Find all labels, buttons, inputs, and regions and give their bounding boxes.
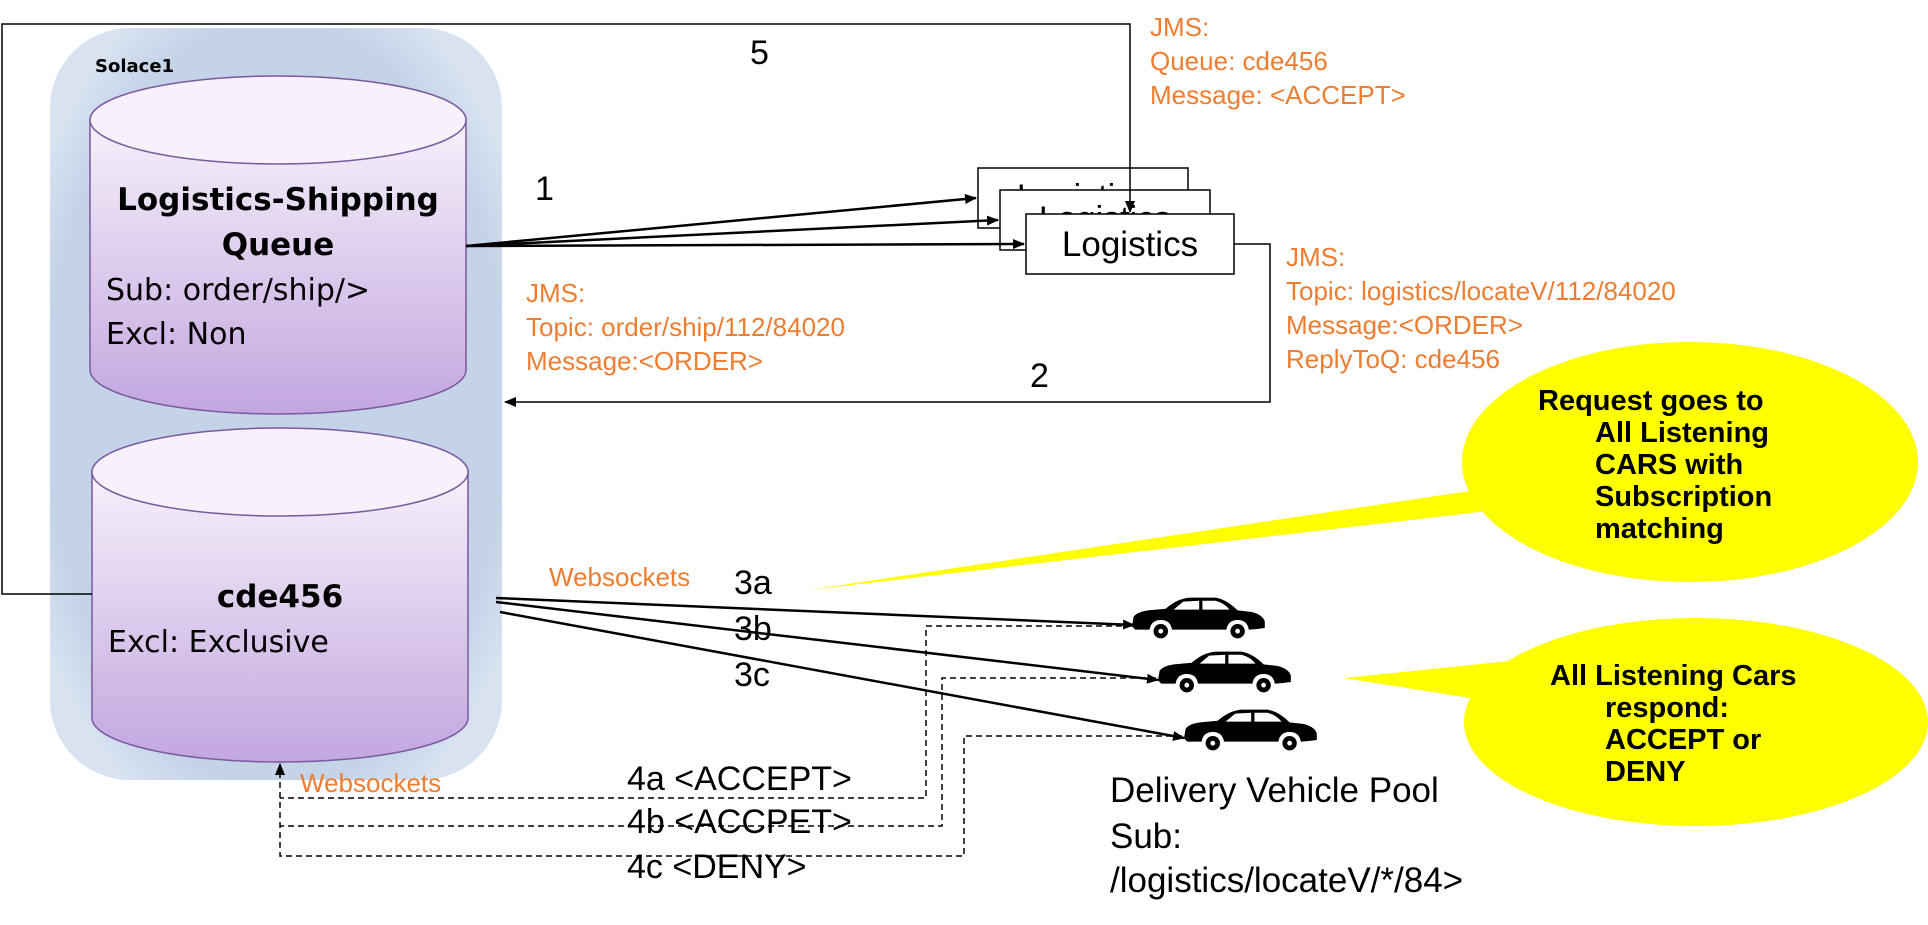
jms-accept-l3: Message: <ACCEPT> <box>1150 80 1406 110</box>
step-3b-label: 3b <box>734 610 772 648</box>
vehicle-pool-label: Delivery Vehicle Pool Sub: /logistics/lo… <box>1110 771 1463 900</box>
vehicle-pool-l2: Sub: <box>1110 817 1182 856</box>
request-callout-text: Request goes to All Listening CARS with … <box>1538 385 1772 545</box>
step-4b-label: 4b <ACCPET> <box>627 803 852 841</box>
respond-callout-l2: respond: <box>1605 692 1729 724</box>
websockets-in-label: Websockets <box>300 768 441 798</box>
arrows-step-4 <box>275 625 1182 857</box>
request-callout-l2: All Listening <box>1595 417 1769 449</box>
step-5-label: 5 <box>750 34 769 72</box>
respond-callout-l4: DENY <box>1605 756 1686 788</box>
jms-accept-l1: JMS: <box>1150 12 1209 42</box>
jms-order-l2: Topic: order/ship/112/84020 <box>526 312 845 342</box>
car-icon <box>1184 709 1317 751</box>
shipping-queue-cylinder <box>89 75 467 415</box>
shipping-queue-title-1: Logistics-Shipping <box>117 182 439 218</box>
respond-callout-text: All Listening Cars respond: ACCEPT or DE… <box>1550 660 1797 788</box>
arrows-step-1 <box>465 194 1025 250</box>
logistics-stack: Logistics Logistics <box>977 167 1235 275</box>
shipping-queue-excl: Excl: Non <box>106 317 246 352</box>
arrow-step-2 <box>504 243 1271 407</box>
jms-order-topic-message: JMS: Topic: order/ship/112/84020 Message… <box>526 278 845 376</box>
step-4c-label: 4c <DENY> <box>627 848 807 886</box>
step-3a-label: 3a <box>734 564 772 602</box>
jms-locate-message: JMS: Topic: logistics/locateV/112/84020 … <box>1286 242 1676 374</box>
respond-callout <box>1344 618 1928 826</box>
respond-callout-l3: ACCEPT or <box>1605 724 1761 756</box>
shipping-queue-sub: Sub: order/ship/> <box>106 273 370 308</box>
request-callout-l5: matching <box>1595 513 1724 545</box>
car-icon <box>1132 597 1265 639</box>
respond-callout-l1: All Listening Cars <box>1550 660 1797 692</box>
jms-order-l3: Message:<ORDER> <box>526 346 763 376</box>
step-2-label: 2 <box>1030 357 1049 395</box>
step-3c-label: 3c <box>734 656 770 694</box>
broker-name: Solace1 <box>95 56 174 77</box>
logistics-label: Logistics <box>1062 225 1198 264</box>
reply-queue-excl: Excl: Exclusive <box>108 625 329 660</box>
car-icon <box>1158 651 1291 693</box>
reply-queue-title: cde456 <box>217 579 343 615</box>
reply-queue-cylinder <box>91 427 469 763</box>
request-callout <box>808 342 1918 590</box>
jms-order-l1: JMS: <box>526 278 585 308</box>
jms-accept-message: JMS: Queue: cde456 Message: <ACCEPT> <box>1150 12 1406 110</box>
request-callout-l4: Subscription <box>1595 481 1772 513</box>
jms-locate-l1: JMS: <box>1286 242 1345 272</box>
websockets-out-label: Websockets <box>549 562 690 592</box>
request-callout-l3: CARS with <box>1595 449 1743 481</box>
jms-accept-l2: Queue: cde456 <box>1150 46 1328 76</box>
shipping-queue-title-2: Queue <box>222 227 335 263</box>
jms-locate-l4: ReplyToQ: cde456 <box>1286 344 1500 374</box>
arrow-step-5 <box>1 23 1135 595</box>
step-4a-label: 4a <ACCEPT> <box>627 760 852 798</box>
jms-locate-l3: Message:<ORDER> <box>1286 310 1523 340</box>
request-callout-l1: Request goes to <box>1538 385 1764 417</box>
vehicle-pool-l3: /logistics/locateV/*/84> <box>1110 861 1463 900</box>
step-1-label: 1 <box>535 170 554 208</box>
jms-locate-l2: Topic: logistics/locateV/112/84020 <box>1286 276 1676 306</box>
arrows-step-3 <box>495 596 1185 741</box>
vehicle-pool-l1: Delivery Vehicle Pool <box>1110 771 1439 810</box>
